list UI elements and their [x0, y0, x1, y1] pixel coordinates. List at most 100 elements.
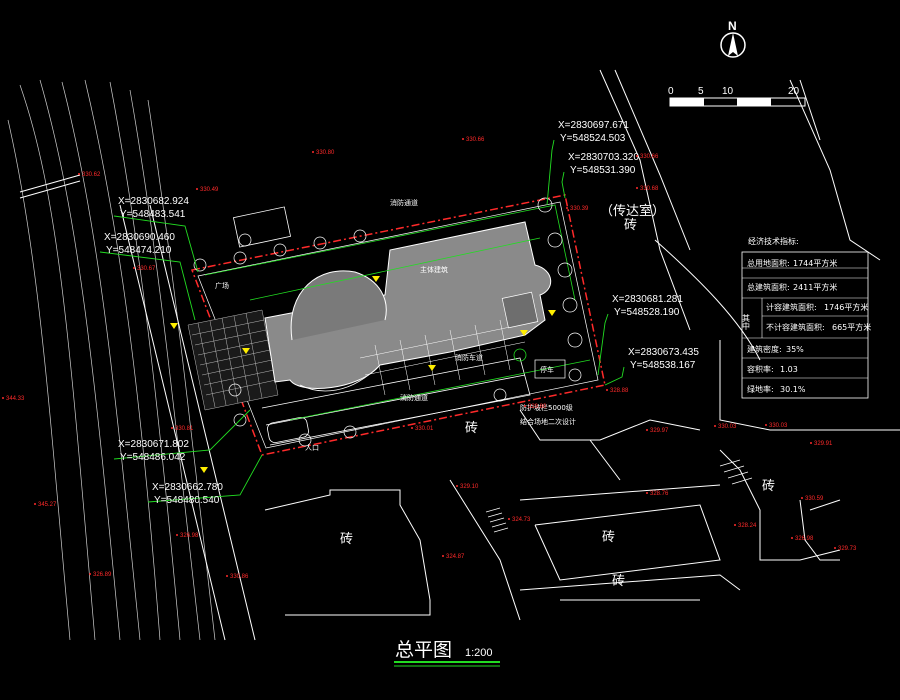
elevation-value: 328.76 [650, 491, 669, 497]
road-label: 消防通道 [400, 393, 428, 402]
row-uncounted-value: 665平方米 [832, 322, 871, 332]
elevation-point [765, 424, 767, 426]
elevation-point [176, 534, 178, 536]
elevation-point [133, 267, 135, 269]
elevation-value: 324.73 [512, 517, 531, 523]
contour-lines [7, 79, 216, 641]
coordinate-y: Y=548531.390 [570, 165, 636, 176]
elevation-value: 329.73 [838, 546, 857, 552]
brick-label-2: 砖 [465, 421, 478, 436]
plaza-label: 广场 [215, 281, 229, 290]
title-scale: 1:200 [465, 647, 493, 659]
note-line-1: 防护坡栏5000级 [520, 403, 573, 412]
elevation-value: 326.89 [93, 572, 112, 578]
elevation-point [34, 503, 36, 505]
scale-tick-0: 0 [668, 86, 674, 97]
elevation-point [636, 187, 638, 189]
coordinate-leader [113, 409, 251, 460]
row-counted-value: 1746平方米 [824, 302, 868, 312]
entrance-label: 人口 [305, 444, 319, 452]
brick-label-1: 砖 [624, 218, 637, 233]
parking-label: 停车 [540, 365, 554, 374]
trees [193, 197, 583, 447]
brick-labels: 砖 砖 砖 砖 砖 砖 （传达室） [232, 203, 775, 589]
note-line-2: 结合场地二次设计 [520, 417, 576, 426]
road-edges [19, 174, 256, 641]
elevation-point [226, 575, 228, 577]
coordinate-x: X=2830671.802 [118, 439, 189, 450]
row-site-area-label: 总用地面积: [747, 258, 790, 268]
row-floor-area-value: 2411平方米 [793, 282, 837, 292]
drawing-title: 总平图 1:200 [394, 639, 500, 667]
elevation-point [462, 138, 464, 140]
coordinate-x: X=2830690.460 [104, 232, 175, 243]
coordinate-y: Y=548483.541 [120, 209, 186, 220]
plaza-paving [187, 309, 279, 411]
elevation-value: 330.03 [769, 423, 788, 429]
coordinate-x: X=2830682.924 [118, 196, 189, 207]
indicator-table: 经济技术指标: 总用地面积: 1744平方米 总建筑面积: 2411平方米 其中… [742, 236, 871, 399]
row-uncounted-label: 不计容建筑面积: [766, 322, 825, 332]
guard-room-label: （传达室） [600, 203, 665, 219]
scale-tick-20: 20 [788, 86, 800, 97]
row-far-label: 容积率: [747, 364, 774, 374]
elevation-value: 329.97 [650, 428, 669, 434]
coordinate-y: Y=548528.190 [614, 307, 680, 318]
coordinate-y: Y=548524.503 [560, 133, 626, 144]
elevation-point [801, 497, 803, 499]
coordinate-leader [604, 366, 625, 386]
elevation-value: 330.62 [82, 172, 101, 178]
coordinate-x: X=2830673.435 [628, 347, 699, 358]
level-markers [170, 276, 556, 473]
north-arrow: N [720, 19, 746, 58]
coordinate-x: X=2830697.671 [558, 120, 629, 131]
elevation-value: 329.91 [814, 441, 833, 447]
elevation-value: 330.01 [415, 426, 434, 432]
coordinate-y: Y=548474.210 [106, 245, 172, 256]
table-title: 经济技术指标: [748, 236, 799, 246]
elevation-point [646, 429, 648, 431]
brick-label-3: 砖 [340, 532, 353, 547]
right-road [599, 69, 900, 431]
elevation-point [442, 555, 444, 557]
main-building [264, 221, 552, 396]
elevation-value: 345.27 [38, 502, 57, 508]
elevation-value: 328.24 [738, 523, 757, 529]
coordinate-y: Y=548486.042 [120, 452, 186, 463]
elevation-point [791, 537, 793, 539]
brick-label-4: 砖 [602, 530, 615, 545]
coordinate-leader [597, 313, 609, 376]
scale-tick-10: 10 [722, 86, 734, 97]
elevation-value: 328.88 [610, 388, 629, 394]
elevation-point [524, 405, 526, 407]
north-label: N [728, 19, 737, 33]
row-density-label: 建筑密度: [747, 344, 782, 354]
stairs [485, 459, 753, 533]
coordinate-y: Y=548538.167 [630, 360, 696, 371]
main-building-label: 主体建筑 [420, 265, 448, 274]
coordinate-y: Y=548480.540 [154, 495, 220, 506]
elevation-point [834, 547, 836, 549]
coordinate-leader [546, 139, 555, 206]
coordinate-leader [113, 215, 199, 273]
elevation-point [456, 485, 458, 487]
coordinate-leader [147, 454, 263, 503]
fire-label: 消防车道 [455, 353, 483, 362]
elevation-value: 330.59 [805, 496, 824, 502]
elevation-value: 329.80 [528, 404, 547, 410]
elevation-value: 326.98 [180, 533, 199, 539]
brick-label-5: 砖 [612, 574, 625, 589]
elevation-value: 330.80 [316, 150, 335, 156]
elevation-value: 329.10 [460, 484, 479, 490]
elevation-value: 330.68 [640, 186, 659, 192]
elevation-point [196, 188, 198, 190]
elevation-value: 344.33 [6, 396, 25, 402]
elevation-point [646, 492, 648, 494]
elevation-point [810, 442, 812, 444]
elevation-point [78, 173, 80, 175]
row-green-label: 绿地率: [747, 384, 774, 394]
scale-bar: 0 5 10 20 [668, 86, 806, 107]
elevation-point [566, 207, 568, 209]
elevation-value: 326.98 [795, 536, 814, 542]
